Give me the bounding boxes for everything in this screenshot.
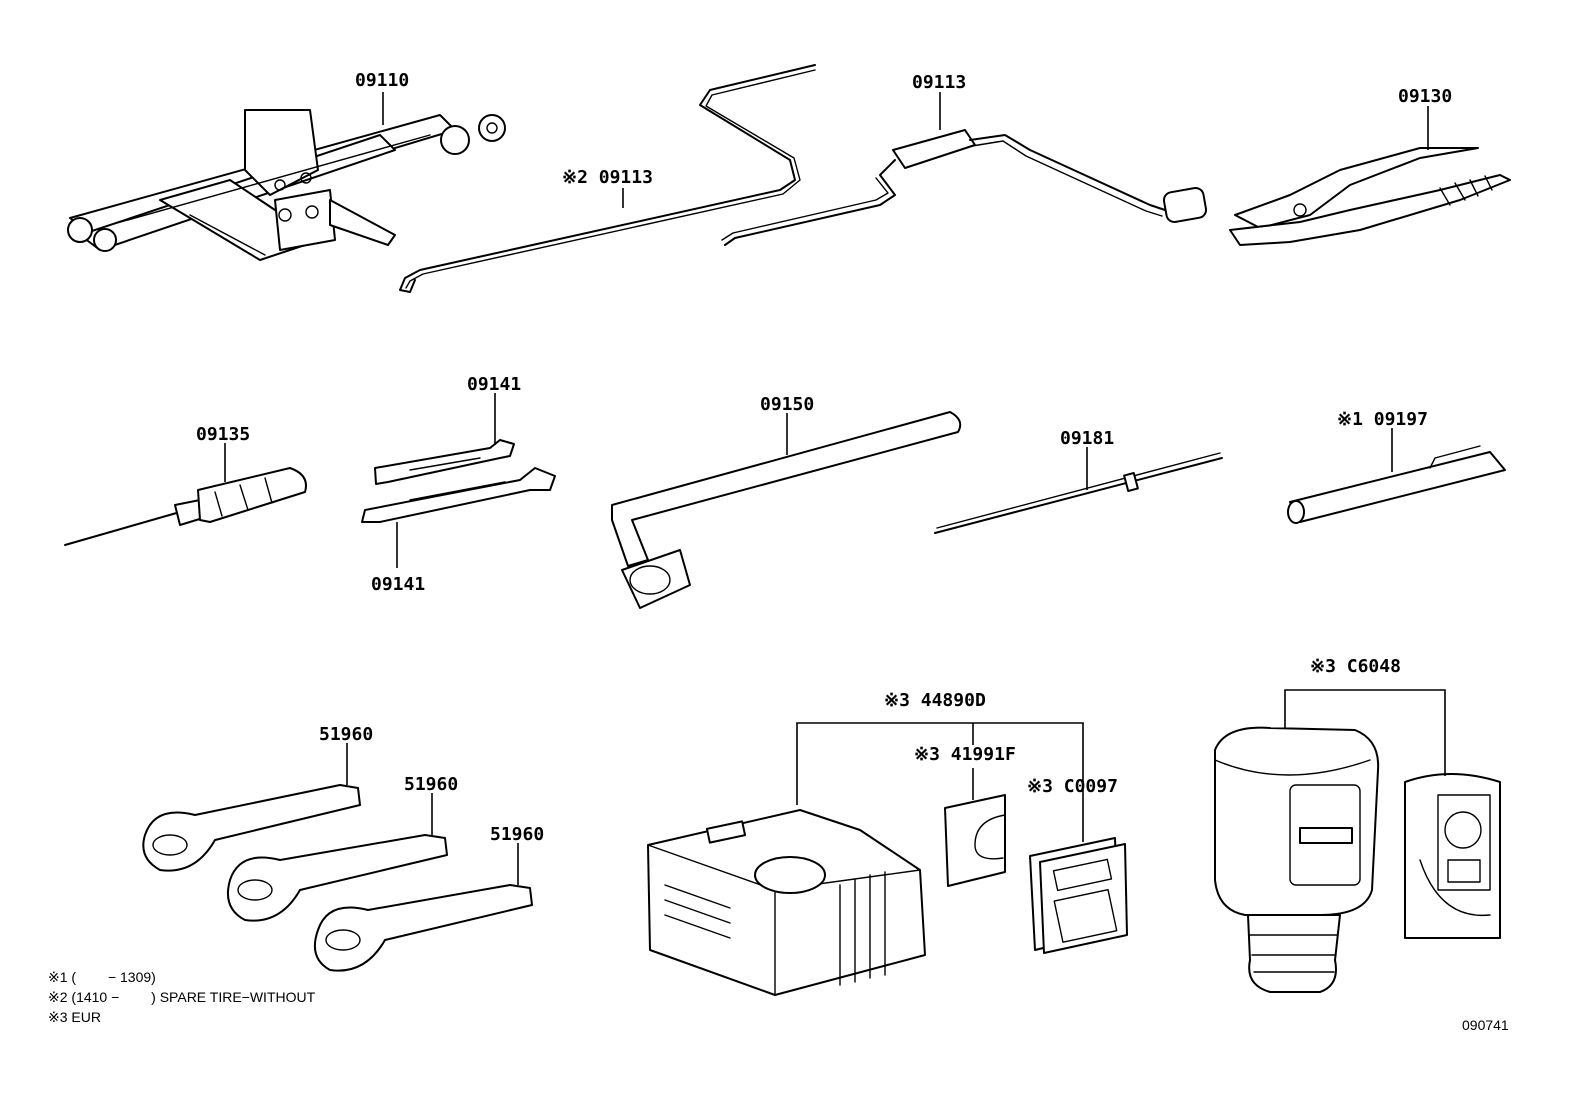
footnote-3: ※3 EUR — [48, 1009, 101, 1025]
footnote-1: ※1 ( − 1309) — [48, 969, 156, 985]
wrenches-drawing — [361, 439, 556, 523]
label-compressor-kit: ※3 44890D — [884, 690, 986, 711]
pliers-drawing — [1229, 147, 1511, 246]
label-lug-wrench: 09150 — [760, 394, 814, 415]
towing-hook-3-drawing — [314, 884, 533, 972]
diagram-code: 090741 — [1462, 1017, 1509, 1033]
tire-compressor-drawing — [647, 809, 926, 996]
label-jack-handle: 09113 — [912, 72, 966, 93]
label-wrench-bottom: 09141 — [371, 574, 425, 595]
label-manual: ※3 C0097 — [1027, 776, 1118, 797]
towing-hook-2-drawing — [226, 834, 448, 922]
sealant-bottle-drawing — [1214, 726, 1380, 993]
screwdriver-drawing — [64, 467, 307, 546]
manual-booklet-drawing — [1029, 837, 1128, 954]
label-hook-1: 51960 — [319, 724, 373, 745]
label-screwdriver: 09135 — [196, 424, 250, 445]
label-hook-2: 51960 — [404, 774, 458, 795]
label-jack: 09110 — [355, 70, 409, 91]
label-sealant-bottle: ※3 C6048 — [1310, 656, 1401, 677]
label-jack-handle-alt: ※2 09113 — [562, 167, 653, 188]
repair-sheet-drawing — [944, 794, 1006, 887]
sealant-label-card-drawing — [1404, 773, 1501, 939]
towing-hook-1-drawing — [142, 784, 361, 872]
screwdriver-rod-drawing — [934, 452, 1223, 534]
label-repair-sheet: ※3 41991F — [914, 744, 1016, 765]
label-wrench-top: 09141 — [467, 374, 521, 395]
pen-tool-drawing — [1287, 445, 1506, 524]
label-hook-3: 51960 — [490, 824, 544, 845]
jack-handle-rod-drawing — [399, 64, 816, 293]
leader-compressor-kit — [796, 722, 1084, 842]
label-screwdriver-rod: 09181 — [1060, 428, 1114, 449]
leader-sealant-bottle — [1284, 689, 1446, 776]
footnote-2: ※2 (1410 − ) SPARE TIRE−WITHOUT — [48, 989, 316, 1005]
lug-wrench-drawing — [611, 411, 962, 609]
jack-handle-crank-drawing — [721, 129, 1208, 246]
label-pliers: 09130 — [1398, 86, 1452, 107]
scissor-jack-drawing — [67, 109, 506, 261]
label-pen-tool: ※1 09197 — [1337, 409, 1428, 430]
